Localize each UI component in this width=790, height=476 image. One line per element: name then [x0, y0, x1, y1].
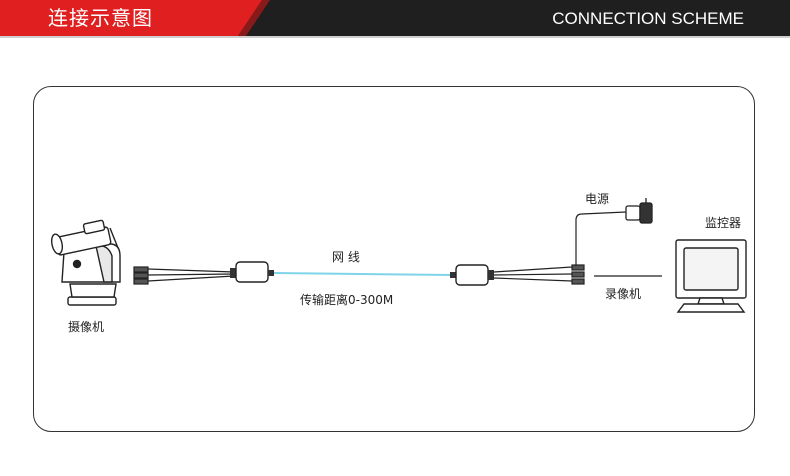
network-cable [273, 272, 453, 276]
monitor-icon [675, 239, 747, 313]
left-balun [230, 261, 274, 283]
monitor-label: 监控器 [705, 216, 742, 230]
power-adapter-icon [625, 198, 653, 224]
header-accent-shape [0, 0, 270, 36]
header-bar: 连接示意图 CONNECTION SCHEME [0, 0, 790, 36]
camera-label: 摄像机 [68, 320, 105, 334]
power-label: 电源 [585, 192, 610, 206]
left-plugs [133, 266, 235, 285]
header-title-cn: 连接示意图 [48, 6, 153, 30]
camera-icon [50, 219, 121, 306]
distance-label: 传输距离0-300M [300, 293, 394, 307]
power-line [575, 211, 627, 266]
header-divider [0, 36, 790, 38]
recorder-label: 录像机 [605, 287, 642, 301]
right-balun [450, 264, 494, 286]
header-title-en: CONNECTION SCHEME [552, 9, 744, 28]
cable-label: 网 线 [332, 250, 360, 264]
diagram-panel [33, 86, 755, 432]
right-plugs [493, 264, 585, 285]
